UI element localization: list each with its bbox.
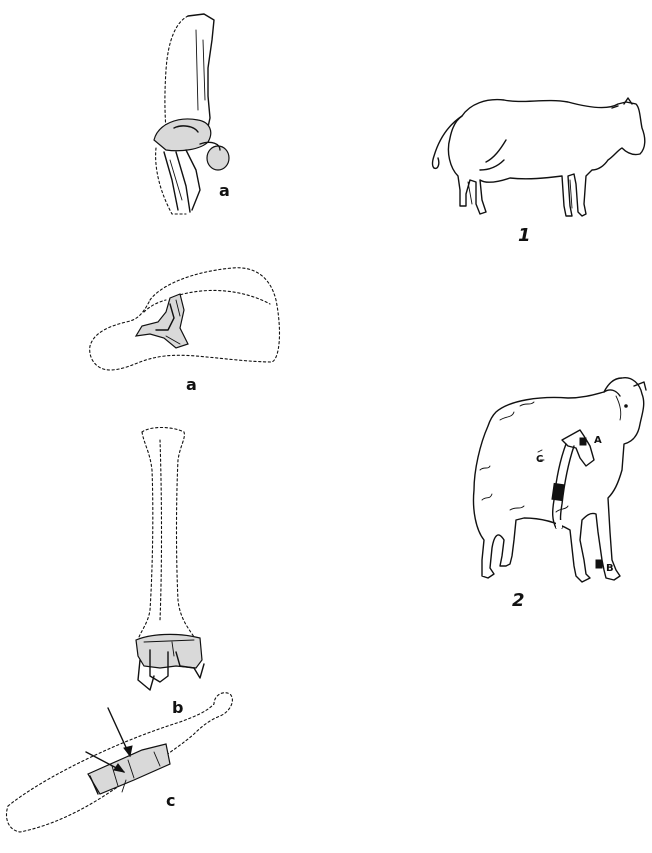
bone-upper-a-drawing: a [154, 14, 230, 214]
bone-b-drawing: b [136, 428, 204, 718]
label-sheep-marker-c: C [536, 454, 543, 465]
label-bone-c: c [166, 791, 175, 810]
label-sheep-figure: 2 [512, 590, 525, 611]
bone-c-drawing: c [7, 693, 233, 832]
label-sheep-marker-a: A [594, 435, 602, 446]
sheep-drawing: C A B 2 [473, 378, 646, 611]
bone-middle-a-drawing: a [90, 268, 280, 394]
label-sheep-marker-b: B [606, 563, 614, 574]
label-cow-figure: 1 [518, 225, 531, 246]
label-bone-upper-a: a [219, 181, 230, 200]
cow-drawing: 1 [433, 98, 645, 246]
label-bone-middle-a: a [186, 375, 197, 394]
label-bone-b: b [172, 698, 183, 717]
